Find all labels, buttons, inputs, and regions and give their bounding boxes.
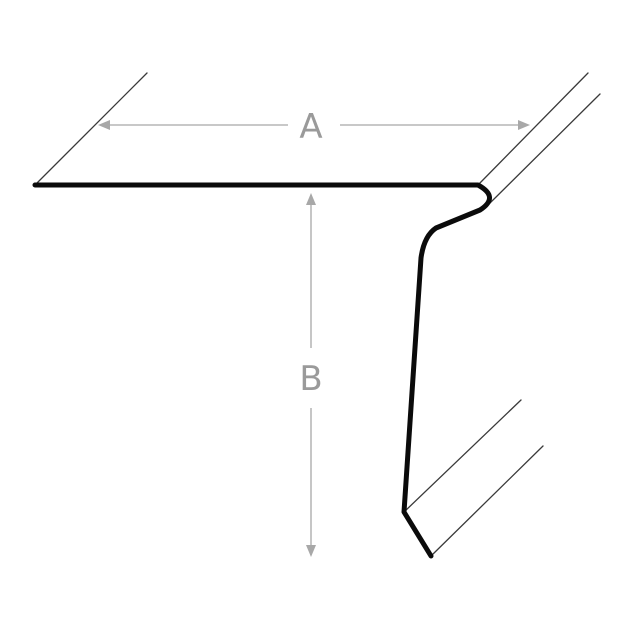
dimension-a-arrow-left-icon [98, 120, 110, 130]
dimension-b-arrow-bottom-icon [306, 545, 316, 557]
dimension-a-arrow-right-icon [518, 120, 530, 130]
dimension-a-label: A [299, 107, 322, 147]
bottom-right-edge-line-lower [430, 445, 544, 557]
dimension-b-label: B [299, 359, 322, 399]
top-right-edge-line [477, 72, 589, 186]
bottom-right-edge-line [403, 399, 522, 513]
dimension-b-arrow-top-icon [306, 193, 316, 205]
nosing-profile-path [32, 182, 492, 559]
left-top-edge-line [34, 72, 148, 186]
top-right-edge-line-lower [489, 93, 601, 204]
